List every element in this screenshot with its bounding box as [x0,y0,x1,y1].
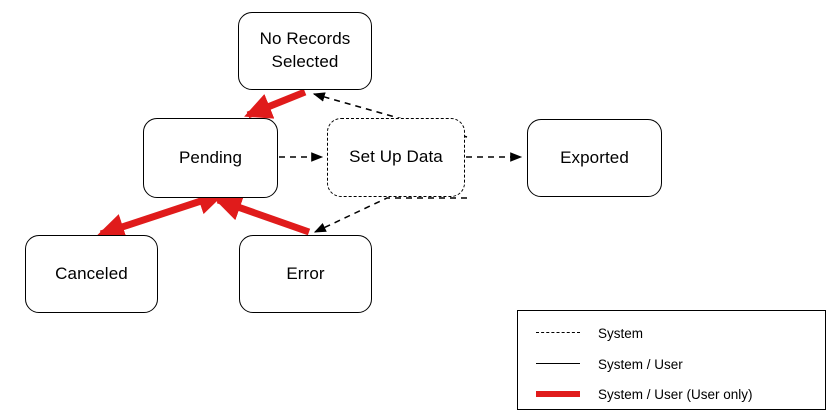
node-label: Set Up Data [349,147,443,167]
node-pending[interactable]: Pending [143,118,278,198]
legend-item-system-user-user-only: System / User (User only) [536,384,753,404]
legend-item-system-user: System / User [536,354,683,374]
edge-error-to-pending [214,195,311,236]
legend-item-label: System / User [598,356,683,372]
dashed-line-icon [536,327,580,339]
legend: System System / User System / User (User… [517,310,826,410]
node-label: Exported [560,147,629,167]
edge-setupdata-to-error [313,197,467,233]
solid-line-icon [536,358,580,370]
node-canceled[interactable]: Canceled [25,235,158,313]
edge-pending-canceled [97,188,226,240]
node-exported[interactable]: Exported [527,119,662,197]
legend-item-system: System [536,323,643,343]
node-label: No Records Selected [259,29,351,71]
thick-red-line-icon [536,388,580,400]
node-error[interactable]: Error [239,235,372,313]
node-label: Error [286,263,325,283]
edge-norecords-to-pending [244,88,307,119]
node-no-records-selected[interactable]: No Records Selected [238,12,372,90]
node-set-up-data[interactable]: Set Up Data [327,118,465,197]
legend-item-label: System / User (User only) [598,386,753,402]
node-label: Canceled [55,263,128,283]
node-label: Pending [178,147,243,167]
legend-item-label: System [598,325,644,341]
